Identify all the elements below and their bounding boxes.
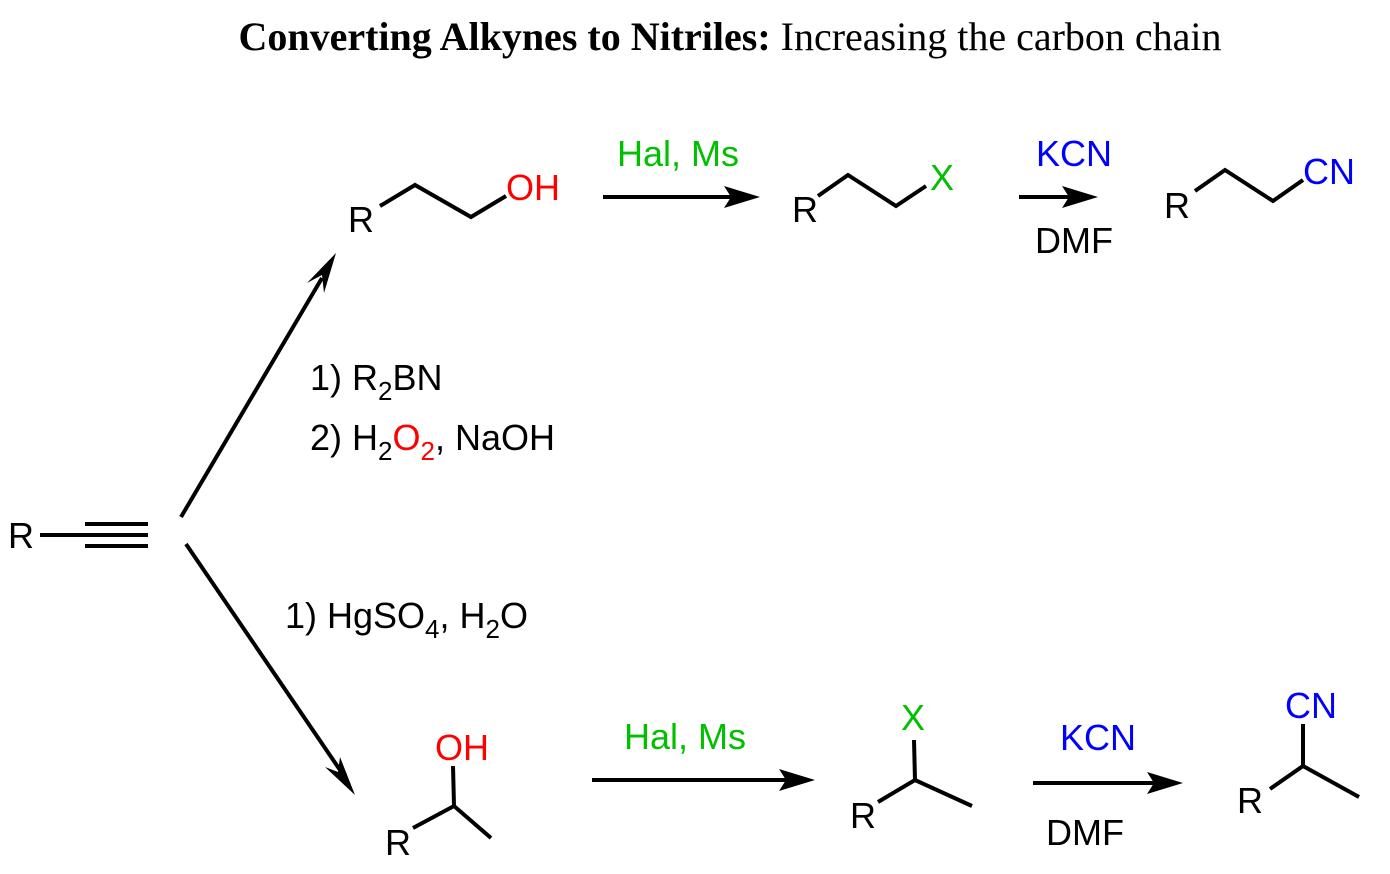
- upper-nitrile-chain: [1193, 167, 1305, 204]
- title-bold: Converting Alkynes to Nitriles:: [238, 14, 770, 59]
- diagram-title: Converting Alkynes to Nitriles: Increasi…: [238, 14, 1221, 59]
- lower-cyanation-arrow: KCN DMF: [1033, 717, 1183, 853]
- lower-halide-r-label: R: [850, 795, 876, 836]
- upper-cyanation-arrow: KCN DMF: [1019, 133, 1113, 261]
- lower-alcohol-r-label: R: [385, 822, 411, 863]
- lower-halide-chain: [876, 777, 973, 808]
- lower-halogenation-arrow: Hal, Ms: [592, 716, 815, 791]
- upper-nitrile-cn-label: CN: [1303, 151, 1355, 192]
- lower-halide-x-label: X: [901, 697, 925, 738]
- upper-hal-ms-reagent: Hal, Ms: [617, 133, 739, 174]
- upper-primary-alcohol: R OH: [348, 167, 560, 240]
- alkyne-r-label: R: [8, 515, 34, 556]
- upper-alcohol-r-label: R: [348, 199, 374, 240]
- upper-reagent-step2: 2) H2O2, NaOH: [310, 417, 555, 466]
- lower-reagents: 1) HgSO4, H2O: [285, 595, 528, 644]
- lower-alcohol-chain: [412, 803, 493, 840]
- upper-dmf-solvent: DMF: [1035, 220, 1113, 261]
- lower-alcohol-oh-label: OH: [435, 727, 489, 768]
- lower-secondary-alcohol: OH R: [385, 727, 493, 863]
- lower-hal-arrow-head-icon: [779, 769, 815, 791]
- upper-hal-arrow-head-icon: [724, 186, 760, 208]
- lower-kcn-reagent: KCN: [1060, 717, 1136, 758]
- starting-alkyne: R: [8, 515, 148, 556]
- upper-reagent-step1: 1) R2BN: [310, 357, 443, 406]
- upper-kcn-arrow-head-icon: [1062, 186, 1098, 208]
- lower-kcn-arrow-head-icon: [1147, 772, 1183, 794]
- upper-kcn-reagent: KCN: [1036, 133, 1112, 174]
- lower-dmf-solvent: DMF: [1046, 812, 1124, 853]
- upper-branch-arrow: [179, 253, 336, 519]
- upper-halide-chain: [816, 172, 928, 209]
- lower-alkyl-halide: X R: [850, 697, 973, 836]
- lower-arrow-head-icon: [325, 757, 355, 795]
- lower-nitrile-product: CN R: [1237, 685, 1360, 821]
- upper-alcohol-oh-label: OH: [506, 167, 560, 208]
- upper-alcohol-chain: [378, 182, 508, 220]
- lower-nitrile-cn-label: CN: [1285, 685, 1337, 726]
- upper-arrow-shaft: [179, 276, 324, 519]
- lower-reagent-step1: 1) HgSO4, H2O: [285, 595, 528, 644]
- lower-alcohol-c-o-bond: [451, 765, 456, 807]
- title-normal: Increasing the carbon chain: [771, 14, 1222, 59]
- upper-halide-x-label: X: [930, 157, 954, 198]
- upper-arrow-head-icon: [307, 253, 336, 293]
- lower-nitrile-r-label: R: [1237, 780, 1263, 821]
- upper-nitrile-r-label: R: [1164, 185, 1190, 226]
- lower-halide-c-x-bond: [912, 739, 917, 781]
- upper-alkyl-halide: R X: [792, 157, 954, 230]
- lower-nitrile-chain: [1268, 763, 1360, 799]
- upper-reagents: 1) R2BN 2) H2O2, NaOH: [310, 357, 555, 466]
- upper-halogenation-arrow: Hal, Ms: [603, 133, 760, 208]
- upper-halide-r-label: R: [792, 189, 818, 230]
- lower-arrow-shaft: [184, 542, 342, 772]
- lower-branch-arrow: [184, 542, 355, 795]
- upper-nitrile-product: R CN: [1164, 151, 1355, 226]
- lower-hal-ms-reagent: Hal, Ms: [624, 716, 746, 757]
